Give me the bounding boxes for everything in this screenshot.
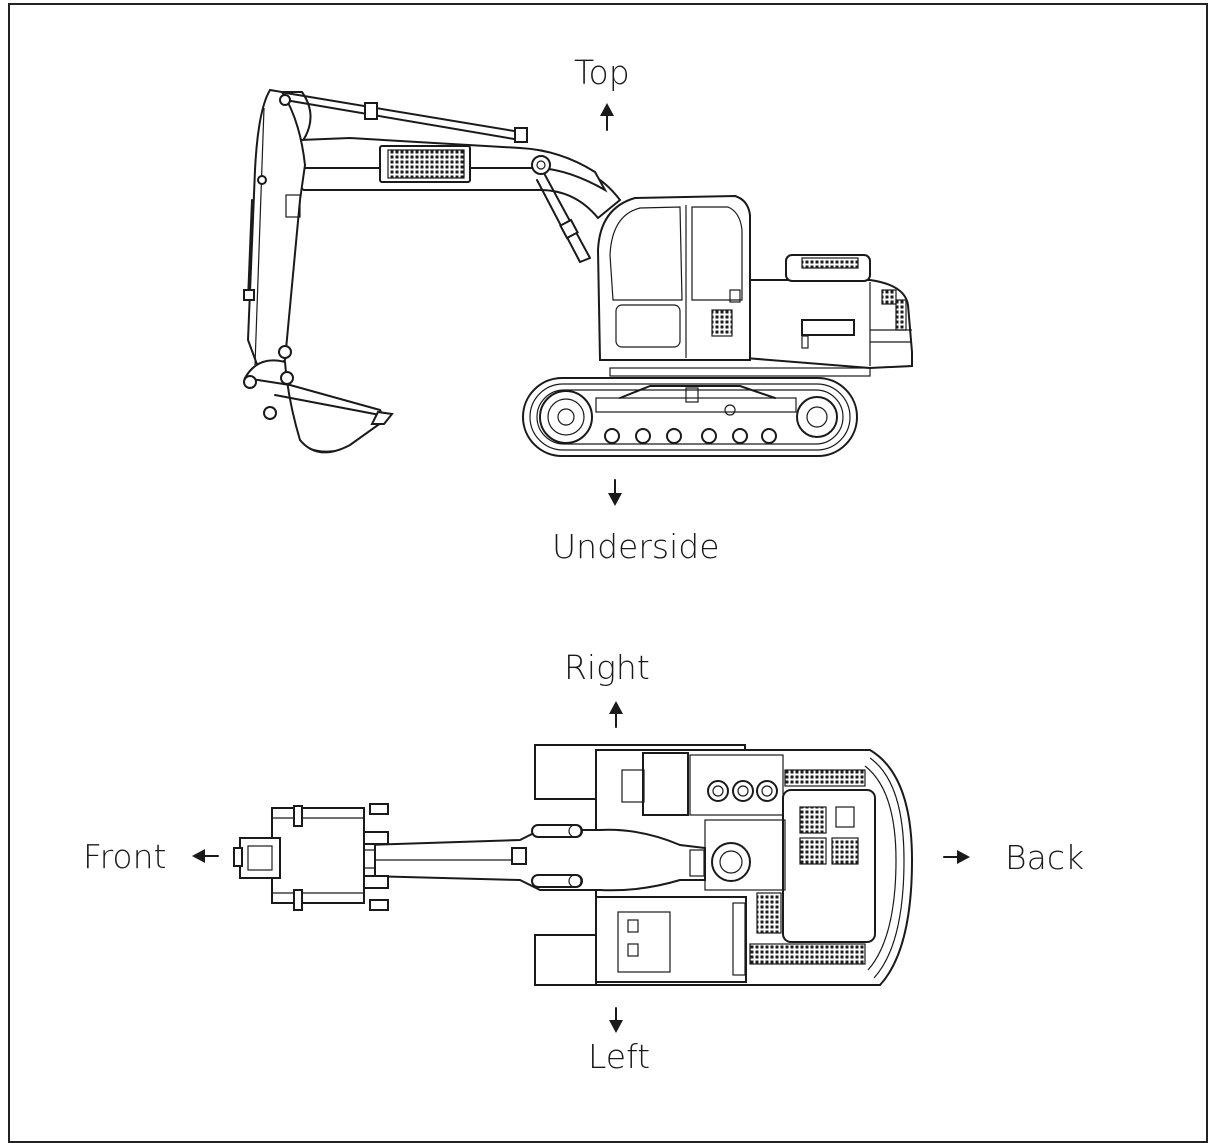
arrow-right-back xyxy=(943,850,970,864)
label-top: Top xyxy=(574,53,630,92)
cab-top xyxy=(595,896,747,983)
arrow-down-left xyxy=(609,1007,623,1033)
bucket xyxy=(243,359,394,454)
label-left: Left xyxy=(588,1037,651,1076)
operator-cab xyxy=(596,194,751,361)
bucket-top xyxy=(233,803,389,911)
arm-stick xyxy=(243,88,307,380)
arrow-down-underside xyxy=(608,479,622,506)
label-front: Front xyxy=(83,837,167,876)
upper-structure xyxy=(744,254,913,370)
arrow-left-front xyxy=(192,849,219,863)
excavator-top-view xyxy=(233,744,914,986)
boom xyxy=(276,91,622,263)
arrow-up-top xyxy=(600,103,614,131)
label-underside: Underside xyxy=(552,527,720,566)
track-assembly xyxy=(522,377,858,457)
excavator-side-view xyxy=(243,88,913,457)
label-back: Back xyxy=(1005,838,1085,877)
label-right: Right xyxy=(564,648,650,687)
track-rollers xyxy=(604,428,777,444)
boom-top xyxy=(365,828,706,892)
arrow-up-right xyxy=(609,701,623,728)
